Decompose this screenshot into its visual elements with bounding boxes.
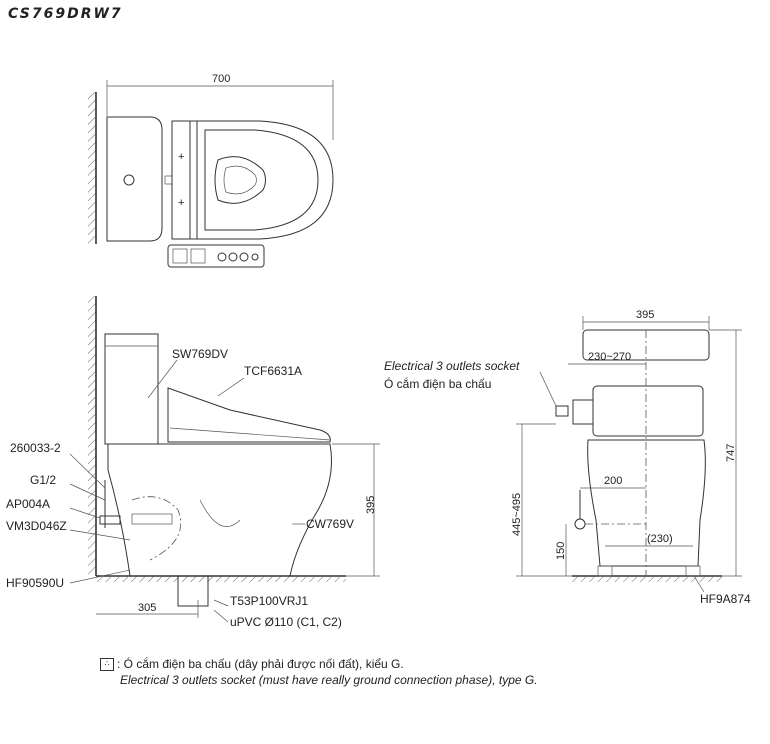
front-view: 395 230~270 747 445~495 150 200 (230) HF… bbox=[384, 309, 751, 606]
dim-230-270: 230~270 bbox=[588, 351, 631, 363]
tank-side bbox=[104, 333, 159, 445]
side-wall-hatch bbox=[88, 296, 96, 574]
label-flange: T53P100VRJ1 bbox=[230, 594, 308, 608]
socket-symbol bbox=[555, 405, 569, 417]
hinge-mark-1: + bbox=[178, 151, 184, 163]
connector bbox=[131, 513, 173, 525]
dim-230: (230) bbox=[647, 533, 673, 545]
remote-panel bbox=[167, 244, 265, 268]
bowl-front bbox=[587, 439, 706, 567]
dim-305: 305 bbox=[138, 602, 156, 614]
footnote-vi: : Ó cắm điện ba chấu (dây phải được nối … bbox=[117, 657, 404, 671]
model-title: CS769DRW7 bbox=[8, 6, 123, 22]
top-view: 700 + + bbox=[88, 73, 334, 268]
label-hf9a874: HF9A874 bbox=[700, 592, 751, 606]
label-seat: TCF6631A bbox=[244, 364, 302, 378]
dim-150: 150 bbox=[555, 542, 567, 560]
tank-top bbox=[106, 116, 163, 242]
label-part-2: G1/2 bbox=[30, 473, 56, 487]
label-part-1: 260033-2 bbox=[10, 441, 61, 455]
label-part-5: HF90590U bbox=[6, 576, 64, 590]
flange bbox=[177, 575, 209, 607]
label-bowl: CW769V bbox=[306, 517, 354, 531]
bowl-rim bbox=[204, 129, 319, 231]
dim-445-495: 445~495 bbox=[511, 493, 523, 536]
dim-747: 747 bbox=[725, 444, 737, 462]
seat-side bbox=[167, 387, 331, 443]
label-pipe: uPVC Ø110 (C1, C2) bbox=[230, 615, 342, 629]
dim-700: 700 bbox=[212, 73, 230, 85]
seat-side-box bbox=[572, 399, 594, 425]
supply-valve bbox=[574, 518, 586, 530]
socket-label-vi: Ó cắm điện ba chấu bbox=[384, 376, 491, 391]
dim-200: 200 bbox=[604, 475, 622, 487]
seat-front bbox=[592, 385, 704, 437]
footnote-vi-line: ∴: Ó cắm điện ba chấu (dây phải được nối… bbox=[100, 656, 538, 672]
label-part-3: AP004A bbox=[6, 497, 50, 511]
label-tank: SW769DV bbox=[172, 347, 228, 361]
socket-label-en: Electrical 3 outlets socket bbox=[384, 359, 520, 373]
bowl-inner bbox=[214, 156, 266, 204]
dim-front-395: 395 bbox=[636, 309, 654, 321]
dim-395: 395 bbox=[365, 496, 377, 514]
footnote-en: Electrical 3 outlets socket (must have r… bbox=[120, 673, 538, 687]
bowl-side bbox=[107, 443, 332, 577]
footnote: ∴: Ó cắm điện ba chấu (dây phải được nối… bbox=[100, 656, 538, 688]
hinge-mark-2: + bbox=[178, 197, 184, 209]
label-part-4: VM3D046Z bbox=[6, 519, 67, 533]
seat-outline bbox=[171, 120, 334, 240]
socket-symbol-icon: ∴ bbox=[100, 658, 114, 672]
side-view: 395 305 SW769DV TCF6631A CW769V 260033-2… bbox=[6, 296, 380, 629]
flush-button bbox=[123, 174, 135, 186]
wall-hatch bbox=[88, 92, 96, 244]
